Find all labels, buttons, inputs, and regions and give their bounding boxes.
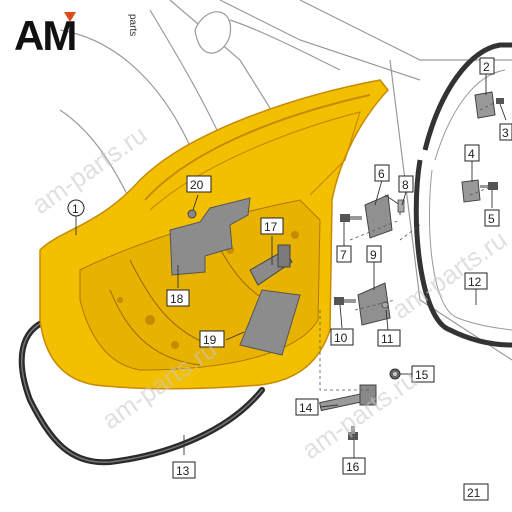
- bolt-10: [334, 297, 356, 305]
- am-parts-logo: AM parts: [14, 12, 138, 59]
- callout-5-box: [484, 209, 500, 227]
- adhesive-pad: [239, 289, 301, 356]
- logo-text: AM: [14, 12, 75, 59]
- callout-10: 10: [334, 331, 348, 345]
- callout-7-box: [336, 245, 352, 263]
- nut-15: [389, 368, 401, 380]
- assembly-guide-lines: [319, 99, 501, 391]
- striker-4: [461, 179, 481, 203]
- door-aperture-seal: [413, 42, 512, 348]
- plug: [187, 209, 197, 219]
- callout-1: 1: [72, 202, 79, 216]
- callout-18: 18: [170, 292, 184, 306]
- callout-17-box: [260, 217, 284, 235]
- callout-13-box: [172, 461, 196, 479]
- leader-lines: [75, 72, 507, 458]
- callout-15-box: [411, 365, 435, 383]
- callout-18-box: [166, 289, 190, 307]
- callout-17: 17: [264, 220, 278, 234]
- callout-11: 11: [381, 332, 394, 346]
- logo-accent: [64, 12, 76, 22]
- callout-14: 14: [299, 401, 313, 415]
- window-regulator-bracket: [249, 244, 293, 286]
- callout-21: 21: [467, 486, 481, 500]
- callout-10-box: [330, 328, 354, 346]
- callout-3-box: [499, 123, 512, 141]
- callout-16-box: [342, 457, 366, 475]
- callout-8-box: [398, 175, 414, 193]
- callout-1-marker: [67, 199, 85, 217]
- callout-6: 6: [378, 167, 385, 181]
- bolt-7: [340, 214, 362, 222]
- striker-2: [474, 91, 496, 119]
- hinge-upper: [364, 194, 401, 239]
- callout-2-box: [479, 57, 495, 75]
- screw-3: [496, 98, 504, 104]
- callout-12: 12: [468, 275, 482, 289]
- callout-3: 3: [502, 126, 509, 140]
- callout-7: 7: [340, 248, 347, 262]
- callout-21-box: [463, 483, 489, 501]
- callout-labels: 1 2 3 4 5 6 7 8 9 10 11 12 13 14 15 16 1: [67, 57, 512, 501]
- callout-8: 8: [402, 178, 409, 192]
- sound-insulation-pad: [169, 197, 251, 276]
- screw-5: [480, 182, 498, 190]
- mirror-outline: [194, 11, 232, 54]
- callout-9: 9: [370, 248, 377, 262]
- pin-11: [381, 301, 389, 309]
- callout-20-box: [186, 175, 212, 193]
- callout-6-box: [374, 164, 390, 182]
- callout-19: 19: [203, 333, 217, 347]
- pin-8: [397, 199, 405, 213]
- callout-2: 2: [483, 60, 490, 74]
- callout-15: 15: [415, 368, 429, 382]
- callout-4-box: [464, 144, 480, 162]
- callout-14-box: [295, 398, 319, 416]
- door-seal-inner: [20, 319, 263, 463]
- callout-5: 5: [488, 212, 495, 226]
- watermark-4: am-parts.ru: [386, 224, 512, 325]
- hinge-lower: [357, 282, 391, 326]
- callout-16: 16: [346, 460, 360, 474]
- callout-11-box: [377, 329, 401, 347]
- callout-4: 4: [468, 147, 475, 161]
- callout-13: 13: [176, 464, 190, 478]
- callout-19-box: [199, 330, 225, 348]
- callout-9-box: [366, 245, 382, 263]
- callout-12-box: [464, 272, 488, 290]
- logo-suffix: parts: [127, 14, 138, 36]
- callout-20: 20: [190, 178, 204, 192]
- door-aperture-inner: [428, 69, 512, 331]
- bolt-16: [348, 426, 358, 440]
